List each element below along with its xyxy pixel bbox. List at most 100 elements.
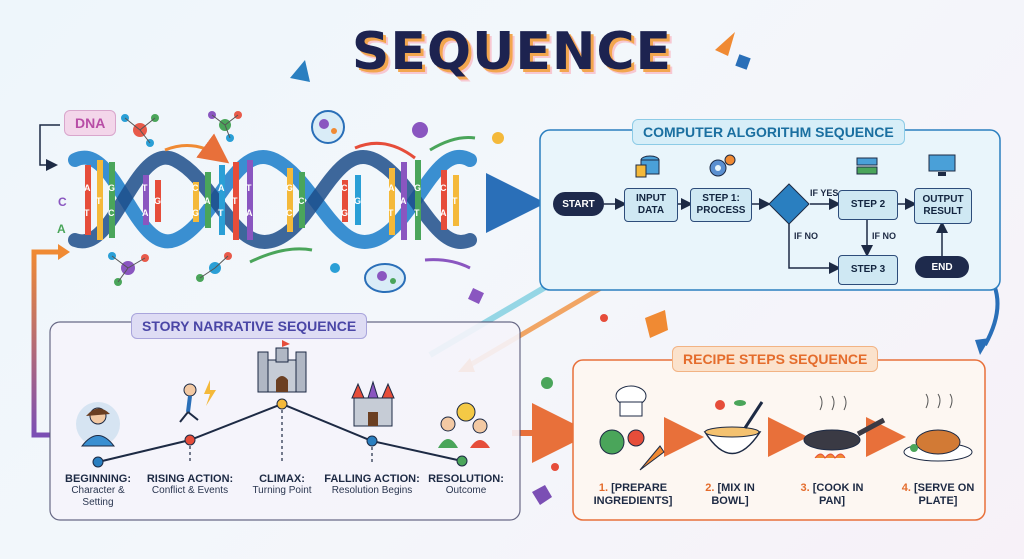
- cell-icon: [364, 263, 406, 293]
- if-no-label: IF NO: [794, 231, 818, 241]
- decor-shape: [715, 32, 735, 56]
- dna-base: T: [246, 183, 252, 193]
- stage-title: RISING ACTION:: [146, 473, 234, 485]
- stage-title: FALLING ACTION:: [324, 473, 420, 485]
- molecule-icon: [196, 252, 232, 282]
- step-number: 3.: [800, 482, 810, 494]
- story-point: [366, 435, 378, 447]
- stage-title: BEGINNING:: [65, 473, 131, 485]
- dna-base: T: [232, 196, 238, 206]
- decor-shape: [532, 485, 552, 505]
- dna-base: G: [354, 196, 362, 206]
- story-stage-falling-action: FALLING ACTION: Resolution Begins: [322, 473, 422, 497]
- dna-base: T: [96, 196, 102, 206]
- recipe-tag: RECIPE STEPS SEQUENCE: [672, 346, 879, 372]
- story-tag: STORY NARRATIVE SEQUENCE: [131, 313, 368, 339]
- stage-title: RESOLUTION:: [428, 473, 504, 485]
- if-no-label: IF NO: [872, 231, 896, 241]
- curved-arrow: [164, 133, 230, 164]
- dna-base: A: [142, 208, 149, 218]
- molecule-icon: [108, 252, 149, 286]
- dna-side-letter: A: [57, 222, 66, 236]
- dna-helix: [68, 150, 477, 249]
- dna-base: A: [440, 208, 447, 218]
- dna-base: C: [192, 183, 199, 193]
- action-figure-icon: [179, 380, 216, 423]
- stage-sub: Conflict & Events: [151, 485, 229, 496]
- decor-dot: [600, 314, 608, 322]
- process-box: STEP 1: PROCESS: [690, 188, 752, 222]
- recipe-step-1: 1. [PREPARE INGREDIENTS]: [588, 482, 678, 508]
- story-point: [276, 398, 288, 410]
- database-icon: [635, 155, 660, 178]
- stage-sub: Outcome: [445, 485, 487, 496]
- curved-arrow: [424, 258, 471, 270]
- decor-shape: [290, 60, 310, 82]
- recipe-step-2: 2. [MIX IN BOWL]: [697, 482, 763, 508]
- decor-dot: [412, 122, 428, 138]
- dna-base: T: [142, 183, 148, 193]
- dna-base: G: [192, 208, 200, 218]
- story-stage-resolution: RESOLUTION: Outcome: [416, 473, 516, 497]
- step3-box: STEP 3: [838, 255, 898, 285]
- dna-base: A: [388, 183, 395, 193]
- dna-base: A: [218, 183, 225, 193]
- loop-arrow: [31, 249, 60, 438]
- dna-base: C: [341, 183, 348, 193]
- decor-dot: [492, 132, 504, 144]
- dna-base: C: [298, 196, 305, 206]
- stage-sub: Turning Point: [252, 485, 312, 496]
- dna-base: G: [286, 183, 294, 193]
- happy-people-icon: [438, 402, 490, 448]
- person-icon: [76, 402, 120, 447]
- recipe-step-4: 4. [SERVE ON PLATE]: [900, 482, 976, 508]
- recipe-step-3: 3. [COOK IN PAN]: [800, 482, 864, 508]
- pan-icon: [803, 395, 886, 459]
- dna-base: A: [400, 196, 407, 206]
- decision-diamond: [768, 183, 810, 225]
- output-box: OUTPUT RESULT: [914, 188, 972, 224]
- dna-tag: DNA: [64, 110, 117, 136]
- story-point: [184, 434, 196, 446]
- dna-base: C: [108, 208, 115, 218]
- if-yes-label: IF YES: [810, 188, 839, 198]
- step-text: [PREPARE INGREDIENTS]: [593, 482, 673, 507]
- story-stage-rising-action: RISING ACTION: Conflict & Events: [140, 473, 240, 497]
- dna-base: T: [388, 208, 394, 218]
- server-icon: [856, 157, 878, 175]
- end-node: END: [915, 256, 969, 278]
- decor-dot: [330, 263, 340, 273]
- monitor-icon: [928, 154, 956, 176]
- step-text: [COOK IN PAN]: [812, 482, 864, 507]
- dna-side-letter: C: [58, 195, 67, 209]
- decor-dot: [541, 377, 553, 389]
- input-data-box: INPUT DATA: [624, 188, 678, 222]
- dna-base: G: [108, 183, 116, 193]
- bowl-icon: [703, 400, 764, 455]
- story-point: [92, 456, 104, 468]
- vegetables-icon: [599, 385, 665, 471]
- dna-base: A: [204, 196, 211, 206]
- dna-base: G: [414, 183, 422, 193]
- curved-arrow: [429, 136, 476, 152]
- step-number: 1.: [598, 482, 609, 494]
- castle-icon: [257, 340, 307, 393]
- castle-icon: [351, 380, 395, 427]
- dna-base: T: [414, 208, 420, 218]
- dna-base: T: [452, 196, 458, 206]
- loop-arrow-head: [58, 244, 70, 260]
- step-text: [MIX IN BOWL]: [711, 482, 755, 507]
- dna-base: G: [154, 196, 162, 206]
- cell-icon: [311, 110, 345, 144]
- story-stage-climax: CLIMAX: Turning Point: [232, 473, 332, 497]
- stage-sub: Character & Setting: [71, 485, 125, 508]
- decor-shape: [645, 310, 668, 338]
- loop-arrow-head: [975, 338, 990, 355]
- stage-title: CLIMAX:: [259, 473, 305, 485]
- dna-base: C: [286, 208, 293, 218]
- decor-shape: [735, 54, 751, 70]
- dna-base: T: [218, 208, 224, 218]
- dna-base: A: [246, 208, 253, 218]
- molecule-icon: [121, 114, 159, 147]
